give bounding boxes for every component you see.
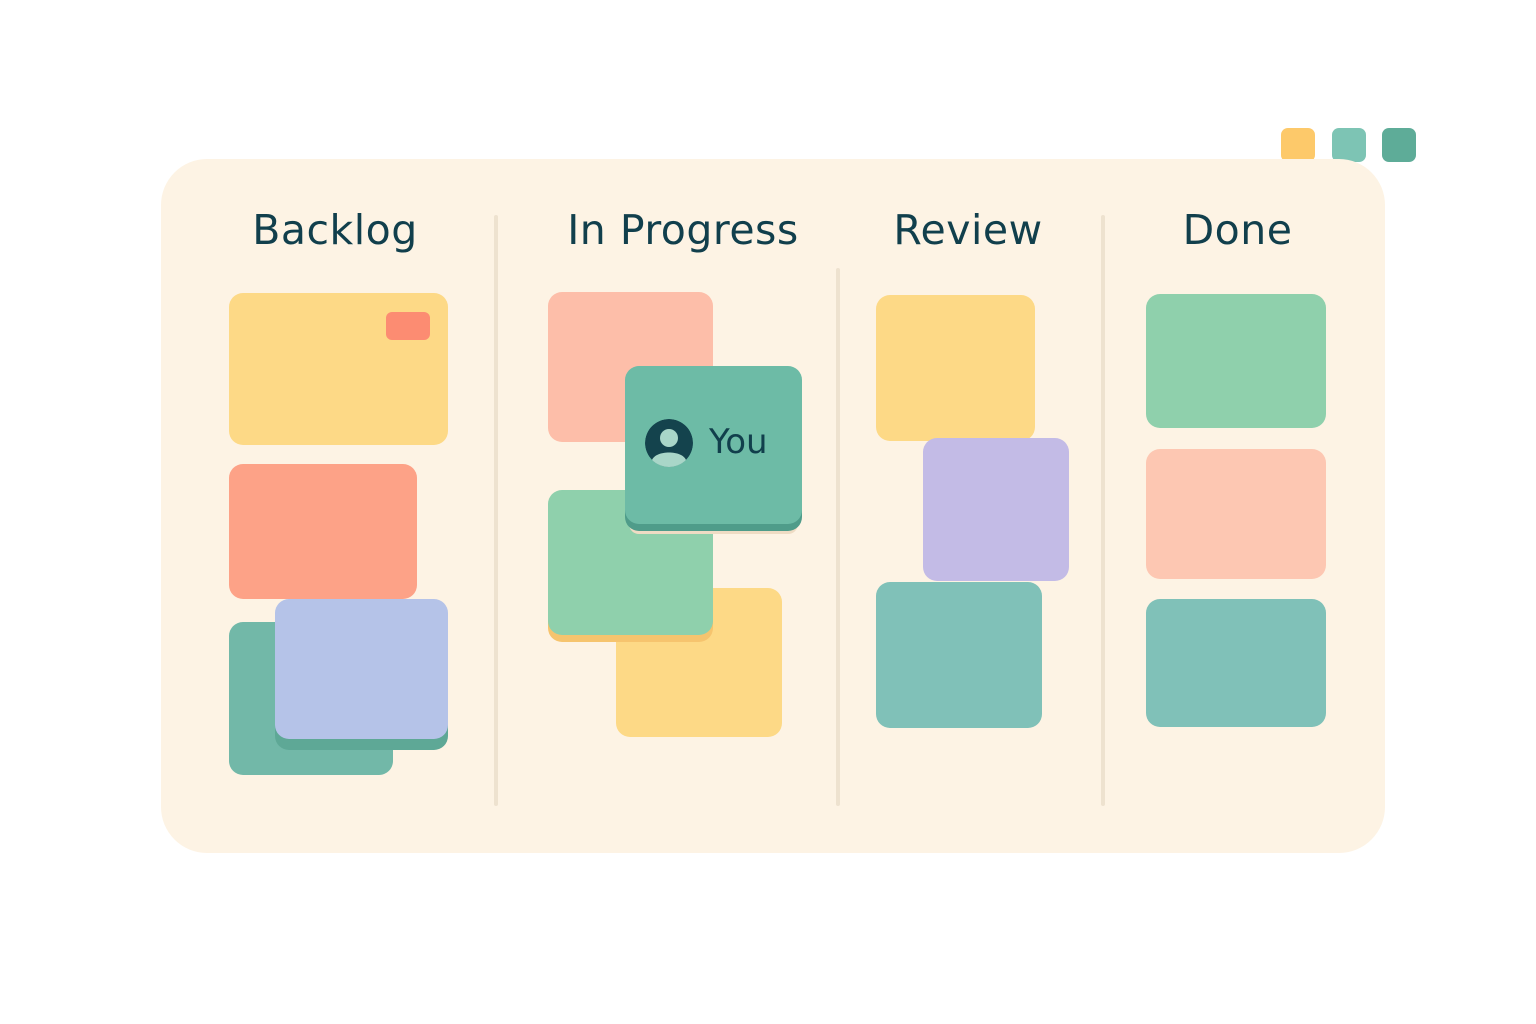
column-title-backlog: Backlog [252, 206, 418, 254]
task-card[interactable] [1146, 599, 1326, 727]
task-card[interactable] [1146, 449, 1326, 579]
column-title-in-progress: In Progress [567, 206, 799, 254]
task-card[interactable] [275, 599, 448, 739]
priority-tag [386, 312, 430, 340]
dragged-card[interactable]: You [625, 366, 802, 524]
window-control-teal[interactable] [1332, 128, 1366, 162]
task-card[interactable] [229, 464, 417, 599]
window-control-green[interactable] [1382, 128, 1416, 162]
task-card[interactable] [1146, 294, 1326, 428]
user-avatar-icon [645, 419, 693, 467]
column-divider [494, 215, 498, 806]
column-title-done: Done [1182, 206, 1293, 254]
column-divider [836, 268, 840, 806]
drag-card-label: You [709, 422, 768, 462]
task-card[interactable] [876, 582, 1042, 728]
column-divider [1101, 215, 1105, 806]
task-card[interactable] [229, 293, 448, 445]
column-title-review: Review [893, 206, 1043, 254]
task-card[interactable] [876, 295, 1035, 441]
user-avatar-icon-svg [645, 419, 693, 467]
task-card[interactable] [923, 438, 1069, 581]
window-control-yellow[interactable] [1281, 128, 1315, 162]
